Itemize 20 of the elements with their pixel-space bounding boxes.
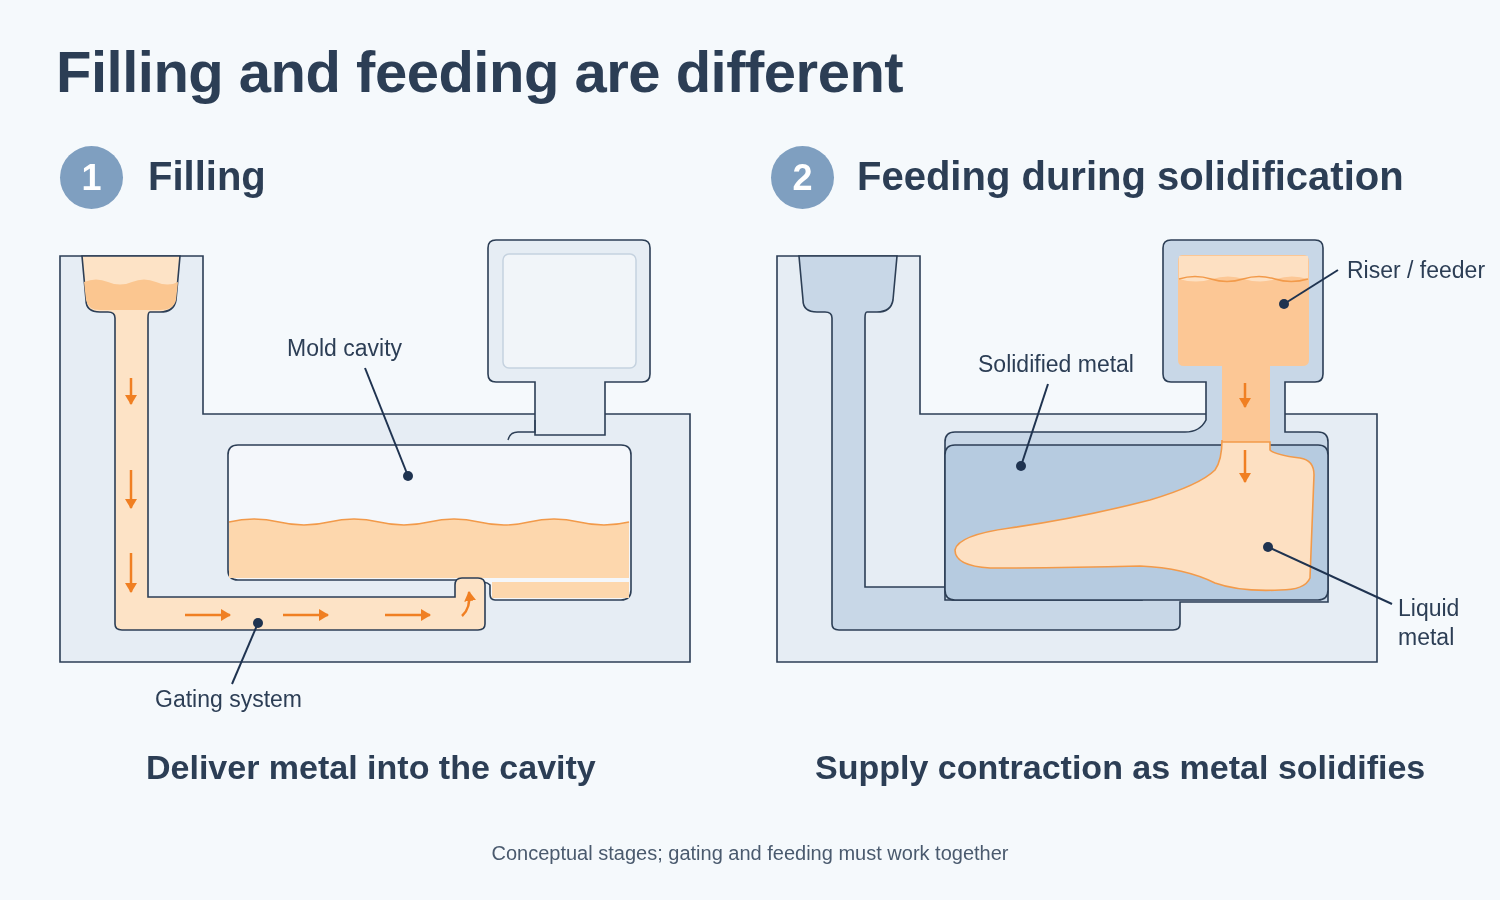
callout-label: Solidified metal [978,351,1134,378]
leader-line [1263,542,1393,605]
callout-label: Riser / feeder [1347,257,1486,284]
callout-label: Liquid metal [1398,594,1470,652]
leader-line [364,367,413,481]
step-heading: Filling [148,154,266,199]
gating-channel [81,255,486,631]
panel-subtitle: Supply contraction as metal solidifies [815,748,1426,787]
leader-line [1016,383,1049,471]
step-heading: Feeding during solidification [857,154,1404,199]
step-number-badge: 1 [60,146,123,209]
caption: Conceptual stages; gating and feeding must work together [490,842,1010,865]
leader-line [231,618,263,685]
callout-label: Mold cavity [287,335,403,362]
riser-metal [1178,255,1309,442]
callout-label: Gating system [155,686,302,713]
mold-cavity [227,444,632,601]
panel-subtitle: Deliver metal into the cavity [146,748,596,787]
title: Filling and feeding are different [56,38,904,105]
step-number-badge: 2 [771,146,834,209]
